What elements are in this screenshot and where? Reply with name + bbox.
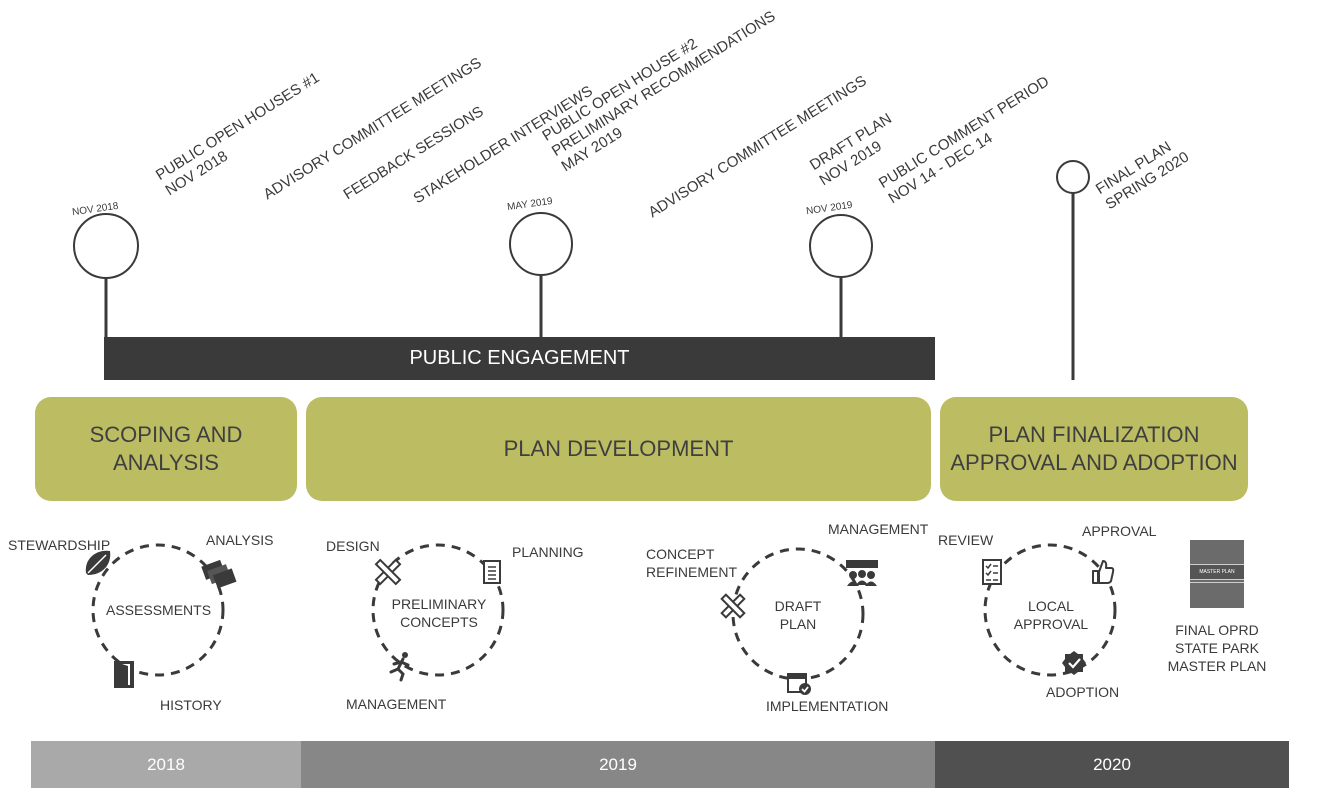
phase-plan-finalization: PLAN FINALIZATION APPROVAL AND ADOPTION — [940, 397, 1248, 501]
leaf-icon — [85, 550, 111, 575]
milestone-markers — [73, 160, 1090, 380]
pencil-ruler-icon — [374, 558, 402, 586]
cycle-ring-preliminary — [371, 543, 505, 677]
master-plan-document-icon: MASTER PLAN — [1190, 540, 1244, 608]
label-final-oprd-plan: FINAL OPRD STATE PARK MASTER PLAN — [1167, 622, 1267, 674]
year-2020: 2020 — [935, 741, 1289, 788]
year-2019: 2019 — [301, 741, 935, 788]
label-local-approval: LOCAL APPROVAL — [1013, 598, 1089, 632]
label-assessments: ASSESSMENTS — [106, 602, 212, 618]
door-icon — [114, 661, 134, 688]
label-draft-plan-center: DRAFT PLAN — [774, 598, 822, 632]
label-review: REVIEW — [938, 532, 994, 548]
calendar-check-icon — [787, 673, 811, 695]
document-icon — [483, 560, 501, 584]
label-concept-refinement: CONCEPT REFINEMENT — [646, 546, 737, 580]
cover-rule — [1190, 582, 1244, 583]
label-implementation: IMPLEMENTATION — [766, 698, 889, 714]
label-management-1: MANAGEMENT — [346, 696, 447, 712]
milestone-circle-spring-2020 — [1056, 160, 1090, 194]
master-plan-cover-text: MASTER PLAN — [1190, 564, 1244, 580]
label-analysis: ANALYSIS — [206, 532, 274, 548]
label-approval: APPROVAL — [1082, 523, 1157, 539]
label-management-2: MANAGEMENT — [828, 521, 929, 537]
cycle-ring-approval — [983, 543, 1117, 677]
pencil-ruler-icon — [720, 593, 746, 619]
milestone-circle-may-2019 — [509, 212, 573, 276]
phase-plan-development: PLAN DEVELOPMENT — [306, 397, 931, 501]
label-design: DESIGN — [326, 538, 380, 554]
label-adoption: ADOPTION — [1046, 684, 1120, 700]
label-stewardship: STEWARDSHIP — [8, 537, 111, 553]
thumbs-up-icon — [1092, 560, 1115, 584]
books-icon — [201, 559, 237, 589]
badge-check-icon — [1062, 651, 1086, 675]
checklist-icon — [982, 559, 1002, 585]
runner-icon — [389, 652, 410, 682]
label-preliminary-concepts: PRELIMINARY CONCEPTS — [391, 596, 487, 630]
label-planning: PLANNING — [512, 544, 584, 560]
phase-scoping-analysis: SCOPING AND ANALYSIS — [35, 397, 297, 501]
cycle-diagrams — [85, 543, 1117, 695]
year-2018: 2018 — [31, 741, 301, 788]
milestone-circle-nov-2018 — [73, 213, 139, 279]
meeting-icon — [846, 560, 878, 586]
cycle-ring-assessments — [91, 543, 225, 677]
public-engagement-bar: PUBLIC ENGAGEMENT — [104, 337, 935, 380]
label-history: HISTORY — [160, 697, 222, 713]
milestone-circle-nov-2019 — [809, 214, 873, 278]
